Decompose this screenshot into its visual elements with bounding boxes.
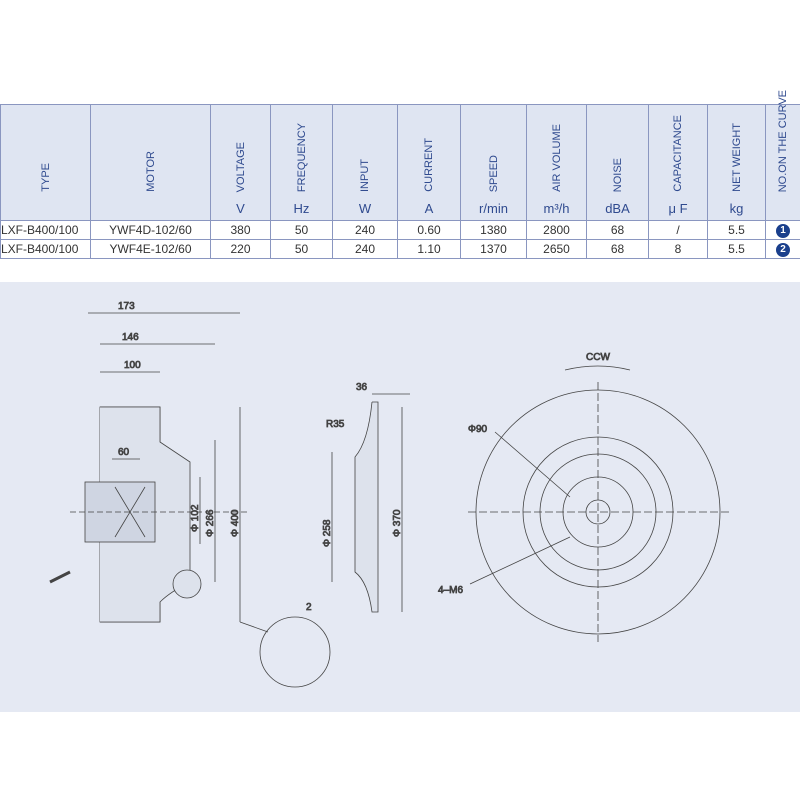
holes-label: 4–M6 <box>438 585 463 596</box>
side-view: 173 146 100 60 Φ 102 Φ 266 Φ 400 2 <box>49 301 331 688</box>
table-cell: 380 <box>210 220 271 240</box>
header-label: INPUT <box>359 159 371 192</box>
column-header: INPUT W <box>332 104 398 221</box>
header-label: SPEED <box>487 154 500 192</box>
header-unit: V <box>236 201 245 216</box>
header-label: NOISE <box>611 157 624 192</box>
table-cell: 220 <box>210 239 271 259</box>
curve-number-badge: 1 <box>776 224 790 238</box>
header-unit: r/min <box>479 201 508 216</box>
column-header: AIR VOLUME m³/h <box>526 104 587 221</box>
header-unit: A <box>424 201 434 216</box>
dim-r35: R35 <box>326 419 345 430</box>
table-cell: 68 <box>586 220 649 240</box>
table-cell: 2650 <box>526 239 587 259</box>
table-cell: 50 <box>270 239 333 259</box>
dim-phi400: Φ 400 <box>230 509 241 537</box>
header-unit: W <box>358 201 372 216</box>
column-header: NO.ON THE CURVE <box>765 90 800 221</box>
header-label: VOLTAGE <box>234 141 247 192</box>
table-cell: 8 <box>648 239 708 259</box>
dim-173: 173 <box>118 301 135 312</box>
header-label: NO.ON THE CURVE <box>777 89 789 192</box>
dim-phi102: Φ 102 <box>190 504 201 532</box>
table-cell: 1370 <box>460 239 527 259</box>
column-header: MOTOR <box>90 104 211 221</box>
header-label: MOTOR <box>144 151 157 192</box>
column-header: TYPE <box>0 104 91 221</box>
header-unit: m³/h <box>543 201 570 216</box>
table-cell: 2800 <box>526 220 587 240</box>
table-cell: 5.5 <box>707 220 766 240</box>
column-header: CURRENT A <box>397 104 461 221</box>
header-label: CURRENT <box>423 138 435 192</box>
profile-view: 36 R35 Φ 258 Φ 370 <box>322 382 410 613</box>
dim-60: 60 <box>118 447 130 458</box>
table-cell: 68 <box>586 239 649 259</box>
front-view: CCW Φ90 4–M6 <box>438 352 730 642</box>
table-cell: 50 <box>270 220 333 240</box>
table-cell: LXF-B400/100 <box>0 239 91 259</box>
table-cell: / <box>648 220 708 240</box>
dim-phi90: Φ90 <box>468 424 488 435</box>
column-header: NET WEIGHT kg <box>707 104 766 221</box>
dim-36: 36 <box>356 382 368 393</box>
header-label: TYPE <box>39 163 52 192</box>
table-cell: 240 <box>332 239 398 259</box>
table-cell: YWF4E-102/60 <box>90 239 211 259</box>
header-unit: Hz <box>293 201 310 216</box>
header-label: NET WEIGHT <box>730 123 743 192</box>
dim-phi266: Φ 266 <box>205 509 216 537</box>
table-cell: 0.60 <box>397 220 461 240</box>
column-header: SPEED r/min <box>460 104 527 221</box>
header-unit: μ F <box>668 201 688 216</box>
header-label: CAPACITANCE <box>672 115 684 192</box>
header-label: AIR VOLUME <box>550 124 563 192</box>
dim-100: 100 <box>124 360 141 371</box>
table-cell: 240 <box>332 220 398 240</box>
table-cell: 1380 <box>460 220 527 240</box>
dimension-drawing: 173 146 100 60 Φ 102 Φ 266 Φ 400 2 36 R3… <box>0 282 800 712</box>
spec-table: TYPE MOTOR VOLTAGE V FREQUENCY Hz INPUT W CURREN… <box>0 90 800 259</box>
table-cell: LXF-B400/100 <box>0 220 91 240</box>
dim-phi370: Φ 370 <box>392 509 403 537</box>
header-unit: kg <box>729 201 744 216</box>
column-header: NOISE dBA <box>586 104 649 221</box>
dim-phi258: Φ 258 <box>322 519 333 547</box>
table-cell: YWF4D-102/60 <box>90 220 211 240</box>
table-cell: 1.10 <box>397 239 461 259</box>
column-header: FREQUENCY Hz <box>270 104 333 221</box>
table-cell: 2 <box>765 239 800 259</box>
rotation-label: CCW <box>586 352 610 363</box>
table-cell: 1 <box>765 220 800 240</box>
column-header: VOLTAGE V <box>210 104 271 221</box>
header-unit: dBA <box>605 201 630 216</box>
dim-2: 2 <box>306 602 312 613</box>
curve-number-badge: 2 <box>776 243 790 257</box>
dim-146: 146 <box>122 332 139 343</box>
column-header: CAPACITANCE μ F <box>648 104 708 221</box>
table-cell: 5.5 <box>707 239 766 259</box>
header-label: FREQUENCY <box>295 122 308 192</box>
